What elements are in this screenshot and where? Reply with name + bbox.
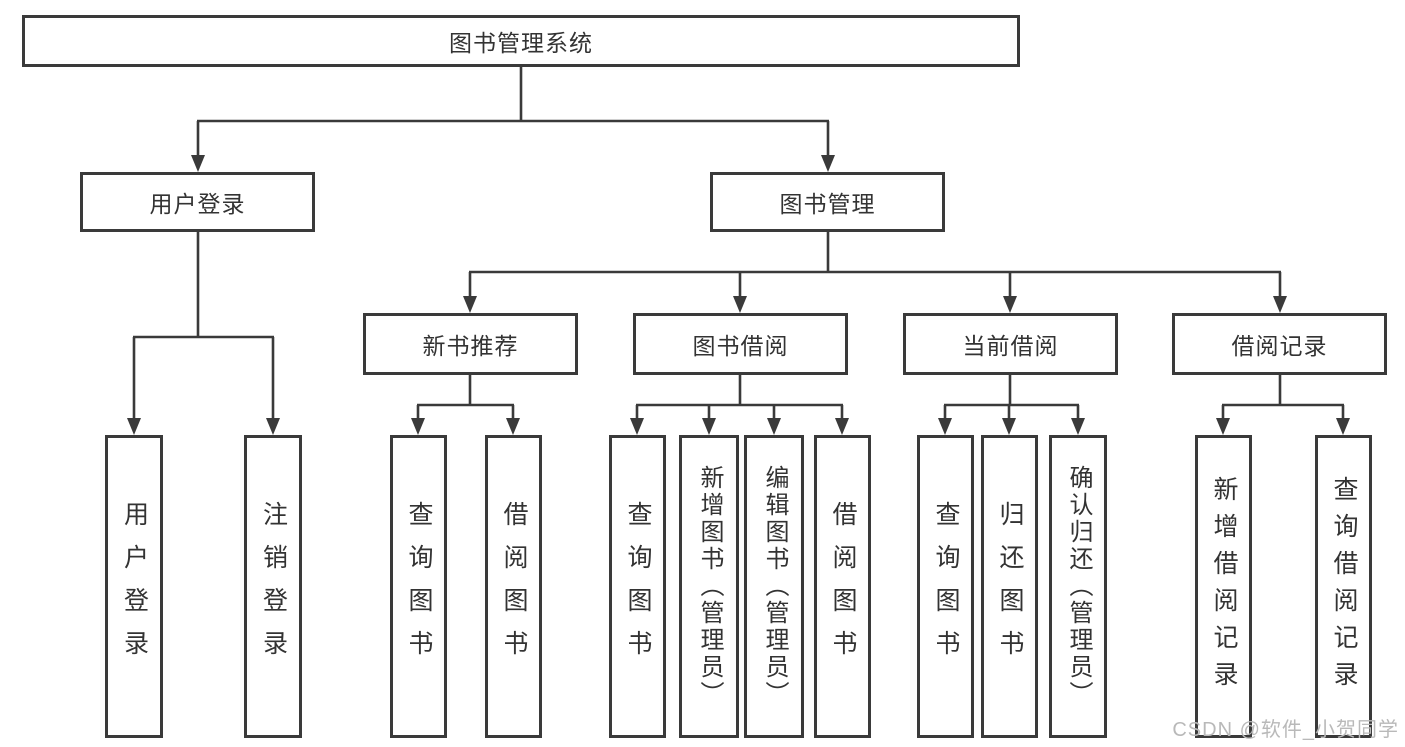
node-book-borrow-label: 图书借阅 xyxy=(692,333,789,359)
leaf-bb-query-books-label: 查询图书 xyxy=(624,500,652,673)
leaf-bb-query-books: 查询图书 xyxy=(609,435,666,738)
node-root-system: 图书管理系统 xyxy=(22,15,1020,67)
node-current-borrow-label: 当前借阅 xyxy=(962,333,1059,359)
node-user-login: 用户登录 xyxy=(80,172,315,232)
leaf-nb-query-books: 查询图书 xyxy=(390,435,447,738)
node-root-label: 图书管理系统 xyxy=(449,30,593,56)
leaf-bb-add-books-admin: 新增图书（管理员） xyxy=(679,435,739,738)
leaf-br-query-record: 查询借阅记录 xyxy=(1315,435,1372,738)
leaf-user-login-label: 用户登录 xyxy=(120,500,149,673)
leaf-br-add-record: 新增借阅记录 xyxy=(1195,435,1252,738)
node-current-borrow: 当前借阅 xyxy=(903,313,1118,375)
leaf-bb-borrow-books: 借阅图书 xyxy=(814,435,871,738)
leaf-nb-borrow-books-label: 借阅图书 xyxy=(500,500,528,673)
node-book-management-label: 图书管理 xyxy=(779,191,876,217)
arrow-heads xyxy=(127,155,1350,435)
leaf-logout: 注销登录 xyxy=(244,435,302,738)
leaf-logout-label: 注销登录 xyxy=(259,500,288,673)
leaf-cb-query-books: 查询图书 xyxy=(917,435,974,738)
node-new-book-recommend: 新书推荐 xyxy=(363,313,578,375)
node-book-borrow: 图书借阅 xyxy=(633,313,848,375)
leaf-cb-confirm-return-admin-label: 确认归还（管理员） xyxy=(1065,465,1092,708)
csdn-watermark: CSDN @软件_小贺同学 xyxy=(1172,719,1399,741)
leaf-cb-return-books-label: 归还图书 xyxy=(996,500,1024,673)
leaf-bb-edit-books-admin: 编辑图书（管理员） xyxy=(744,435,804,738)
leaf-cb-query-books-label: 查询图书 xyxy=(932,500,960,673)
leaf-cb-confirm-return-admin: 确认归还（管理员） xyxy=(1049,435,1107,738)
leaf-br-query-record-label: 查询借阅记录 xyxy=(1330,475,1358,698)
node-book-management: 图书管理 xyxy=(710,172,945,232)
leaf-nb-borrow-books: 借阅图书 xyxy=(485,435,542,738)
node-new-book-recommend-label: 新书推荐 xyxy=(422,333,519,359)
node-borrow-records: 借阅记录 xyxy=(1172,313,1387,375)
leaf-br-add-record-label: 新增借阅记录 xyxy=(1210,475,1238,698)
leaf-user-login: 用户登录 xyxy=(105,435,163,738)
leaf-cb-return-books: 归还图书 xyxy=(981,435,1038,738)
leaf-bb-add-books-admin-label: 新增图书（管理员） xyxy=(696,465,723,708)
leaf-bb-borrow-books-label: 借阅图书 xyxy=(829,500,857,673)
node-user-login-label: 用户登录 xyxy=(149,191,246,217)
leaf-bb-edit-books-admin-label: 编辑图书（管理员） xyxy=(761,465,788,708)
leaf-nb-query-books-label: 查询图书 xyxy=(405,500,433,673)
node-borrow-records-label: 借阅记录 xyxy=(1231,333,1328,359)
